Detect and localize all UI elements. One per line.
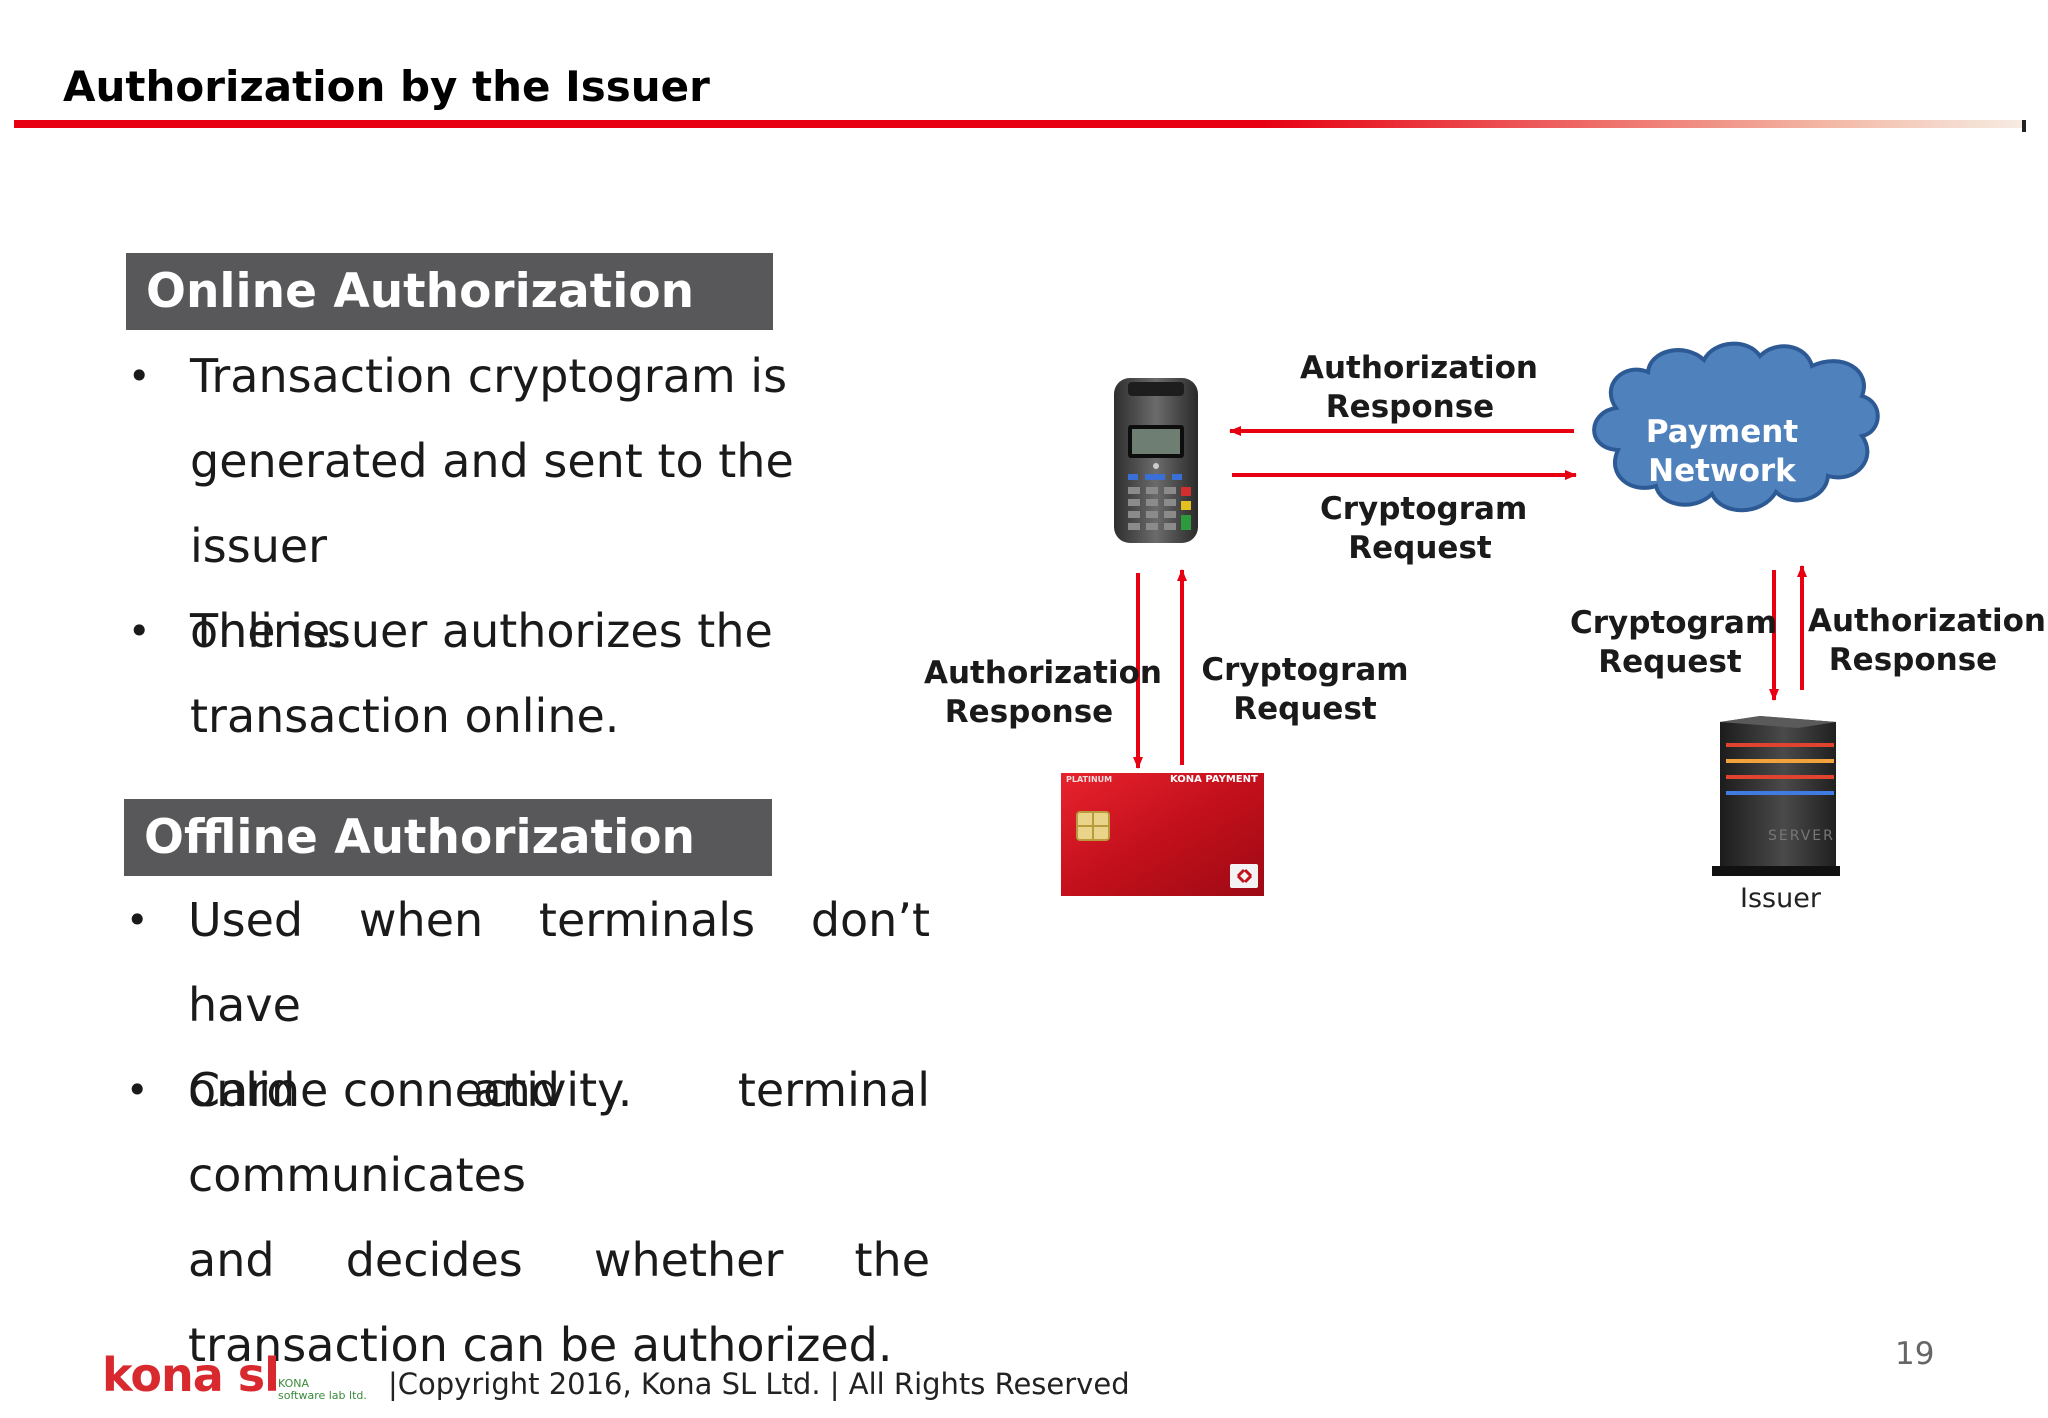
bullet-marker: • bbox=[128, 609, 151, 653]
page-number: 19 bbox=[1895, 1336, 1935, 1372]
bullet-line: transaction can be authorized. bbox=[188, 1318, 893, 1372]
label-authorization-response-left: Authorization Response bbox=[924, 655, 1162, 730]
offline-authorization-header: Offline Authorization bbox=[124, 799, 772, 876]
online-bullet-2: The issuer authorizes the transaction on… bbox=[190, 589, 930, 759]
pos-terminal-icon bbox=[1114, 378, 1198, 543]
bullet-line: Transaction cryptogram is bbox=[190, 349, 788, 403]
online-authorization-header: Online Authorization bbox=[126, 253, 773, 330]
bullet-line: online connectivity. bbox=[188, 1063, 633, 1117]
bullet-line: The issuer authorizes the bbox=[190, 604, 773, 658]
label-cryptogram-request-top: Cryptogram Request bbox=[1320, 491, 1528, 566]
bullet-marker: • bbox=[128, 354, 151, 398]
kona-logo-subtext: KONA software lab ltd. bbox=[278, 1377, 367, 1402]
bullet-marker: • bbox=[126, 1068, 149, 1112]
card-brand-text: KONA PAYMENT bbox=[1170, 774, 1258, 785]
label-cryptogram-request-left: Cryptogram Request bbox=[1201, 652, 1409, 727]
payment-network-cloud-icon bbox=[1592, 341, 1880, 513]
bullet-line: online. bbox=[190, 604, 345, 658]
label-cryptogram-request-right: Cryptogram Request bbox=[1570, 605, 1778, 680]
bullet-line: transaction online. bbox=[190, 689, 620, 743]
bullet-line: and decides whether the bbox=[188, 1233, 930, 1287]
label-authorization-response-right: Authorization Response bbox=[1808, 603, 2046, 678]
online-bullet-1: Transaction cryptogram is generated and … bbox=[190, 334, 930, 674]
title-rule bbox=[14, 120, 2026, 128]
payment-network-label: Payment Network bbox=[1645, 414, 1799, 489]
bullet-line: generated and sent to the issuer bbox=[190, 434, 794, 573]
bullet-marker: • bbox=[126, 898, 149, 942]
copyright-text: |Copyright 2016, Kona SL Ltd. | All Righ… bbox=[388, 1367, 1130, 1401]
server-icon bbox=[1712, 716, 1840, 876]
label-authorization-response-top: Authorization Response bbox=[1300, 350, 1538, 425]
slide-title: Authorization by the Issuer bbox=[63, 62, 710, 111]
bullet-line: Card and terminal communicates bbox=[188, 1063, 930, 1202]
bullet-line: Used when terminals don’t have bbox=[188, 893, 930, 1032]
offline-bullet-2: Card and terminal communicates and decid… bbox=[188, 1048, 930, 1388]
credit-card-icon bbox=[1061, 773, 1264, 896]
card-tier-text: PLATINUM bbox=[1066, 775, 1113, 784]
title-rule-end-mark bbox=[2022, 120, 2026, 132]
issuer-label: Issuer bbox=[1740, 883, 1821, 914]
server-text: SERVER bbox=[1768, 828, 1835, 844]
offline-bullet-1: Used when terminals don’t have online co… bbox=[188, 878, 930, 1133]
kona-logo: kona sl bbox=[102, 1348, 280, 1402]
